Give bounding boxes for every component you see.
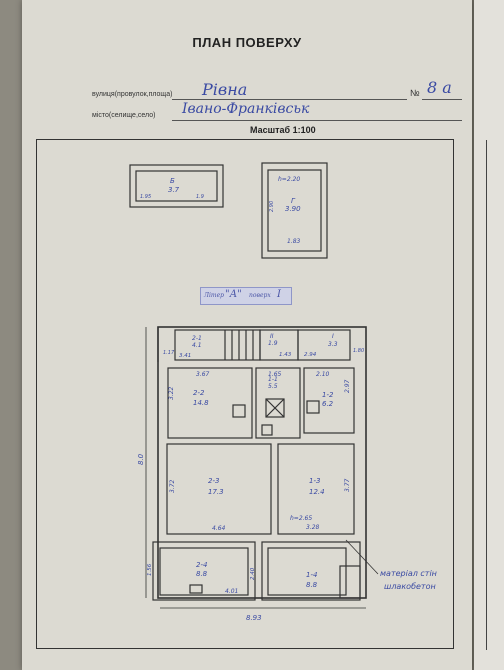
stove-symbol [261, 424, 273, 436]
room-area: 5.5 [268, 383, 278, 390]
dimension: 1.17 [163, 350, 175, 356]
floor-label: поверх [249, 292, 271, 299]
room-area: 12.4 [309, 488, 325, 496]
background-edge-left [0, 0, 22, 670]
room-area: 8.8 [196, 570, 208, 578]
room-area: 17.3 [208, 488, 224, 496]
annex-left-outer [152, 541, 256, 601]
outbuilding-b-outer [129, 164, 224, 208]
room-id: 2-2 [193, 389, 205, 397]
dimension: 3.28 [306, 524, 320, 531]
street-value: Рівна [202, 80, 248, 99]
city-label: місто(селище,село) [92, 112, 156, 119]
dimension: 3.67 [196, 371, 210, 378]
dimension: 2.10 [316, 371, 330, 378]
dimension: 2.94 [304, 352, 317, 358]
stove-symbol [189, 584, 203, 594]
outbuilding-g-outer [261, 162, 328, 259]
litera-label: Літер [204, 292, 225, 299]
material-label: матеріал стін [380, 569, 437, 578]
outbuilding-b-height: 1.9 [196, 194, 204, 200]
room-id: 1-3 [309, 477, 320, 485]
dimension: 4.01 [225, 588, 238, 595]
dimension: 8.93 [246, 614, 262, 622]
outbuilding-b-inner [135, 170, 218, 202]
outbuilding-b-width: 1.95 [140, 194, 151, 200]
room-i-wall [297, 329, 351, 361]
room-area: 1.9 [268, 340, 278, 347]
outbuilding-b-name: Б [170, 177, 175, 185]
room-id: 2-1 [192, 335, 202, 342]
street-label: вулиця(провулок,площа) [92, 91, 173, 98]
room-id: 1-1 [268, 376, 278, 383]
room-1-4-wall [267, 547, 347, 596]
page-title: ПЛАН ПОВЕРХУ [192, 35, 302, 50]
room-area: 6.2 [322, 400, 334, 408]
outbuilding-g-bottom: 1.83 [287, 238, 301, 245]
litera-stamp: Літер "А" поверх I [200, 287, 292, 305]
room-id: II [270, 333, 274, 340]
city-value: Івано-Франківськ [182, 101, 310, 117]
dimension: 3.22 [168, 386, 175, 400]
material-value: шлакобетон [384, 582, 436, 591]
room-1-2-wall [303, 367, 355, 434]
outbuilding-g-inner [267, 169, 322, 252]
stove-symbol [306, 400, 320, 414]
street-underline [172, 99, 407, 100]
room-id: 1-2 [322, 391, 334, 399]
room-2-4-wall [159, 547, 249, 596]
room-id: 1-4 [306, 571, 317, 579]
room-1-1-wall [255, 367, 301, 439]
dimension: 2.40 [250, 567, 256, 580]
next-page-edge [474, 0, 504, 670]
stove-symbol [232, 404, 246, 418]
room-area: 4.1 [192, 342, 202, 349]
room-area: 8.8 [306, 581, 318, 589]
dimension: 3.72 [169, 479, 176, 493]
outbuilding-g-side: 2.90 [269, 201, 275, 212]
drawing-frame [36, 139, 454, 649]
floor-value: I [277, 289, 281, 300]
room-id: 2-4 [196, 561, 207, 569]
number-value: 8 а [427, 78, 452, 97]
outbuilding-g-top: h=2.20 [278, 176, 300, 183]
room-2-2-wall [167, 367, 253, 439]
dimension: 3.41 [179, 353, 191, 359]
outbuilding-g-area: 3.90 [285, 205, 301, 213]
city-underline [172, 120, 462, 121]
room-2-3-wall [166, 443, 272, 535]
room-id: I [332, 333, 334, 340]
stove-symbol [265, 398, 285, 418]
room-1-3-wall [277, 443, 355, 535]
dimension: 2.97 [344, 379, 351, 393]
dimension: 3.77 [344, 478, 351, 492]
room-id: 2-3 [208, 477, 219, 485]
dimension: 1.65 [268, 371, 282, 378]
floor-plan-sheet: ПЛАН ПОВЕРХУ вулиця(провулок,площа) Рівн… [22, 0, 472, 670]
dimension: 1.56 [147, 563, 153, 576]
dimension: h=2.65 [290, 515, 312, 522]
room-area: 3.3 [328, 341, 338, 348]
dimension: 1.80 [353, 348, 364, 354]
dimension: 4.64 [212, 525, 226, 532]
number-label: № [410, 88, 420, 98]
room-area: 14.8 [193, 399, 209, 407]
litera-value: "А" [225, 289, 242, 300]
outbuilding-b-area: 3.7 [168, 186, 180, 194]
dimension: 1.43 [279, 352, 292, 358]
next-page-frame-line [486, 140, 487, 650]
dimension: 8.0 [137, 453, 145, 465]
number-underline [422, 99, 462, 100]
scale-label: Масштаб 1:100 [250, 125, 316, 135]
outbuilding-g-name: Г [291, 197, 296, 205]
